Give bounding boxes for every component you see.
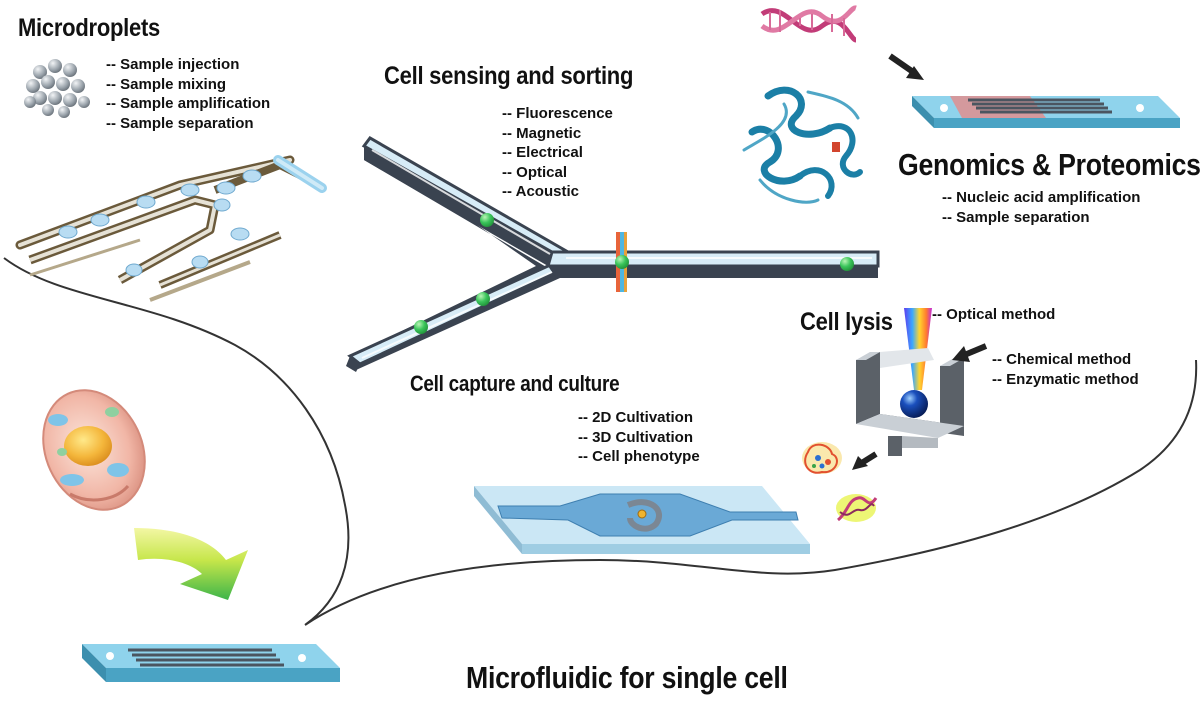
protein-structure-icon <box>742 86 863 204</box>
list-item: Optical <box>502 163 613 183</box>
list-item: Cell phenotype <box>578 447 700 467</box>
lysis-list-side: Chemical method Enzymatic method <box>992 350 1139 389</box>
genomics-list: Nucleic acid amplification Sample separa… <box>942 188 1140 227</box>
arrow-icon <box>888 53 924 80</box>
list-item: Sample injection <box>106 55 270 75</box>
culture-chip <box>474 486 810 554</box>
chip-icon <box>82 644 340 682</box>
list-item: Sample mixing <box>106 75 270 95</box>
sensing-title: Cell sensing and sorting <box>384 62 634 90</box>
list-item: Acoustic <box>502 182 613 202</box>
cell-icon <box>42 389 146 511</box>
list-item: Nucleic acid amplification <box>942 188 1140 208</box>
center-title: Microfluidic for single cell <box>466 660 788 695</box>
list-item: Chemical method <box>992 350 1139 370</box>
wavy-outline <box>3 257 1198 626</box>
droplet-channel-network <box>15 155 327 302</box>
droplet-cluster-icon <box>24 59 90 118</box>
lysis-title: Cell lysis <box>800 308 893 336</box>
list-item: Fluorescence <box>502 104 613 124</box>
list-item: Sample separation <box>942 208 1140 228</box>
list-item: Sample amplification <box>106 94 270 114</box>
capture-list: 2D Cultivation 3D Cultivation Cell pheno… <box>578 408 700 467</box>
sorting-y-channel <box>346 136 880 372</box>
list-item: Electrical <box>502 143 613 163</box>
sensing-list: Fluorescence Magnetic Electrical Optical… <box>502 104 613 202</box>
arrow-icon <box>134 528 248 600</box>
chip-icon <box>912 96 1180 128</box>
list-item: Optical method <box>932 305 1055 325</box>
list-item: Magnetic <box>502 124 613 144</box>
lysis-list-top: Optical method <box>932 305 1055 325</box>
lysed-cell-icon <box>802 442 878 522</box>
capture-title: Cell capture and culture <box>410 371 620 396</box>
list-item: Enzymatic method <box>992 370 1139 390</box>
dna-helix-icon <box>760 5 858 43</box>
list-item: Sample separation <box>106 114 270 134</box>
microdroplets-title: Microdroplets <box>18 14 161 42</box>
list-item: 3D Cultivation <box>578 428 700 448</box>
lysis-chamber <box>852 308 988 470</box>
genomics-title: Genomics & Proteomics <box>898 147 1200 182</box>
list-item: 2D Cultivation <box>578 408 700 428</box>
microdroplets-list: Sample injection Sample mixing Sample am… <box>106 55 270 133</box>
